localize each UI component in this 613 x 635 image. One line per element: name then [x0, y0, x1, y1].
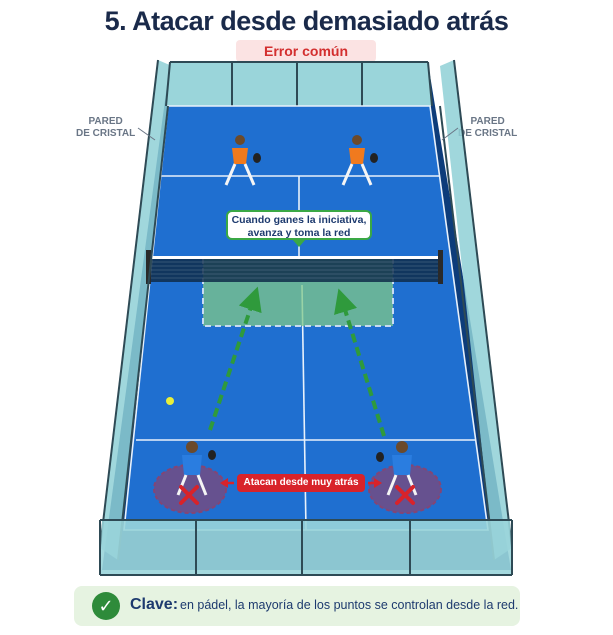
advance-callout: Cuando ganes la iniciativa, avanza y tom… [226, 210, 372, 240]
error-x-icon-left [179, 485, 199, 505]
far-player-right [341, 135, 378, 186]
page-title: 5. Atacar desde demasiado atrás [104, 6, 509, 36]
side-wall-frames [99, 59, 513, 561]
net-top-tape [150, 256, 440, 259]
advance-arrow-left [208, 286, 262, 431]
net-mesh [150, 261, 440, 279]
net-post-right [438, 250, 443, 284]
glass-wall-right [440, 60, 512, 560]
advance-arrow-right [334, 288, 386, 437]
tennis-ball [166, 397, 174, 405]
key-bar: ✓ Clave: en pádel, la mayoría de los pun… [74, 586, 520, 626]
check-icon: ✓ [92, 592, 120, 620]
callout-tail [292, 239, 306, 247]
back-position-label: Atacan desde muy atrás [237, 474, 365, 492]
wall-label-right: PARED DE CRISTAL [458, 116, 517, 140]
wall-label-right-line1: PARED [470, 116, 505, 127]
back-arrow-left-head [220, 478, 228, 488]
key-title: Clave: [130, 596, 179, 613]
wall-label-left: PARED DE CRISTAL [76, 116, 135, 140]
net-post-left [146, 250, 151, 284]
glass-wall-back [166, 62, 432, 106]
key-text: en pádel, la mayoría de los puntos se co… [180, 598, 519, 612]
wall-label-left-line2: DE CRISTAL [76, 128, 136, 139]
error-badge: Error común [236, 40, 376, 62]
callout-line1: Cuando ganes la iniciativa, [231, 214, 367, 226]
far-player-left [224, 135, 261, 186]
error-x-icon-right [395, 485, 415, 505]
glass-wall-back-frames [165, 61, 433, 107]
near-player-left [176, 441, 216, 496]
callout-line2: avanza y toma la red [247, 227, 351, 239]
glass-wall-front [100, 520, 512, 575]
wall-pointer-left [137, 127, 156, 141]
wall-label-right-line2: DE CRISTAL [458, 128, 518, 139]
glass-wall-left [100, 60, 172, 560]
glass-wall-front-frames [99, 519, 513, 576]
wall-label-left-line1: PARED [88, 116, 123, 127]
back-arrow-right-head [374, 478, 382, 488]
wall-pointer-right [441, 127, 459, 141]
near-player-right [376, 441, 418, 496]
